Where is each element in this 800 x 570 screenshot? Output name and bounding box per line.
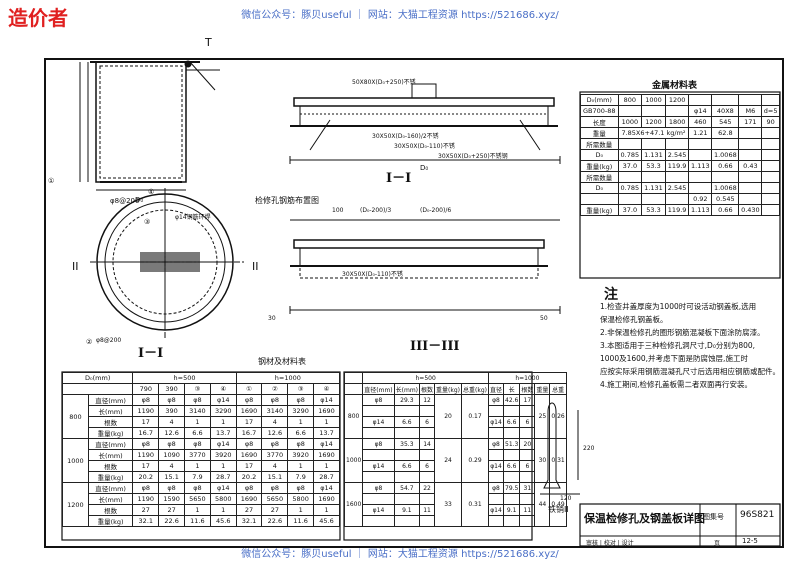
section-III-III — [289, 219, 561, 314]
page-label: 页 — [714, 540, 721, 547]
label-phi8: φ8@200 — [110, 197, 139, 205]
right-table: h=500 h=1000 直径(mm)长(mm)根数重量(kg)总重(kg) 直… — [343, 372, 567, 527]
circle-4: ④ — [148, 188, 154, 196]
label-phi14: φ14钢筋环焊 — [175, 213, 211, 221]
metal-col-1000: 1000 — [641, 94, 666, 106]
section-II-left: II — [72, 260, 79, 273]
circle-2: ② — [86, 338, 92, 346]
section-I-I-upper — [289, 83, 561, 164]
metal-table-grid — [579, 91, 781, 279]
atlas-label: 图集号 — [703, 513, 724, 521]
metal-row: 所需数量 — [580, 138, 780, 150]
steel-label-1: 50X80X(D₀+250)不锈 — [352, 78, 416, 86]
signatures: 审核 | 校对 | 设计 — [586, 540, 634, 547]
manhole-section-drawing — [79, 60, 220, 191]
steel-label-4: 30X50X(D₀+250)不锈钢 — [438, 152, 508, 160]
title-block-outline — [579, 503, 781, 547]
circle-1: ① — [48, 177, 54, 185]
note-line: 3.本图适用于三种检修孔洞尺寸,D₀分别为800, — [600, 341, 756, 350]
section-I-I-plan-caption: I－I — [138, 346, 163, 361]
metal-col-1200: 1200 — [664, 94, 690, 106]
dim-100: 100 — [332, 207, 344, 214]
table-row — [345, 515, 567, 527]
table-row — [345, 449, 567, 461]
metal-table-title: 金属材料表 — [651, 79, 698, 91]
label-phi8b: φ8@200 — [96, 337, 121, 344]
steel-label-2: 30X50X(D₀-160)/2不锈 — [372, 132, 439, 140]
drawing-frame — [44, 58, 784, 548]
circle-3: ③ — [144, 218, 150, 226]
dim-d2016: (D₀-200)/6 — [420, 207, 451, 214]
notes: 1.检查井盖厚度为1000时可设活动钢盖板,选用 保温检修孔钢盖板。 2.非保温… — [600, 300, 780, 391]
note-line: 1.检查井盖厚度为1000时可设活动钢盖板,选用 — [600, 302, 757, 311]
metal-row: 所需数量 — [580, 171, 780, 183]
dim-d0-section: D₀ — [420, 164, 428, 172]
iron-dim: 220 — [583, 445, 595, 452]
steel-label-3: 30X50X(D₀-110)不锈 — [394, 142, 455, 150]
rebar-table-title: 钢材及材料表 — [258, 356, 306, 366]
dim-d2013: (D₀-200)/3 — [360, 207, 391, 214]
page-number: 12-5 — [742, 537, 758, 545]
table-row — [345, 493, 567, 505]
label-top-T: T — [204, 36, 212, 49]
dim-50: 50 — [540, 315, 548, 322]
note-line: 4.施工期间,检修孔盖板需二者双面再行安装。 — [600, 380, 753, 389]
section-II-right: II — [252, 260, 259, 273]
section-I-I-caption: I－I — [386, 171, 411, 186]
watermark-bottom: 微信公众号：豚贝useful ｜ 网站：大猫工程资源 https://52168… — [241, 549, 559, 560]
note-line: 应按实际采用钢筋混凝孔尺寸后选用相应钢筋或配件。 — [600, 367, 780, 376]
note-line: 1000及1600,并考虑下面是防腐蚀层,施工时 — [600, 354, 748, 363]
section-III-III-caption: III－III — [410, 339, 460, 354]
logo: 造价者 — [8, 6, 68, 30]
plan-view-circle — [90, 188, 245, 340]
steel-label-5: 30X50X(D₀-110)不锈 — [342, 270, 403, 278]
note-line: 保温检修孔钢盖板。 — [600, 315, 668, 324]
plan-caption: 检修孔钢筋布置图 — [255, 195, 319, 205]
metal-header-diam: D₀(mm) — [580, 94, 619, 106]
atlas-number: 96S821 — [740, 510, 775, 520]
metal-col-800: 800 — [617, 94, 643, 106]
title-block-title: 保温检修孔及钢盖板详图 — [584, 512, 705, 525]
dim-d0: D₀ — [135, 196, 143, 204]
notes-title: 注 — [604, 287, 618, 303]
dim-30: 30 — [268, 315, 276, 322]
watermark-top: 微信公众号：豚贝useful ｜ 网站：大猫工程资源 https://52168… — [241, 10, 559, 21]
note-line: 2.非保温检修孔的圈形钢筋混凝板下面涂防腐漆。 — [600, 328, 765, 337]
